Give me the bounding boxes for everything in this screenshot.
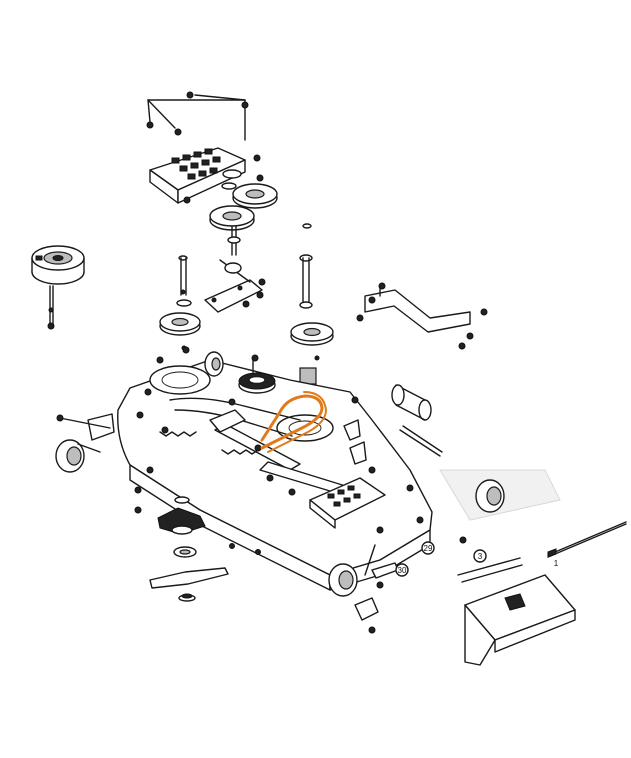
callout-3: 3 [473, 549, 487, 563]
belt-cover-lower [309, 477, 386, 529]
deflector-hardware [354, 536, 467, 634]
gauge-wheel-front-right [328, 563, 358, 597]
right-spindle-pulley [290, 223, 334, 385]
callout-3-label: 3 [478, 552, 483, 561]
discharge-chute [464, 574, 576, 666]
pto-clutch [31, 245, 85, 330]
gauge-wheel-rear-right [475, 479, 505, 513]
left-spindle-pulley [159, 255, 201, 351]
callout-29: 29 [421, 541, 435, 555]
center-spindle-pulley [238, 354, 276, 394]
chute-hinge-rod [457, 521, 627, 583]
anti-scalp-roller [391, 384, 443, 457]
vent-grid-top [171, 148, 221, 180]
mower-deck [117, 346, 433, 591]
callout-30: 30 [395, 563, 409, 577]
idler-pulley-stack [209, 169, 278, 256]
deck-hanger-bracket [356, 282, 488, 350]
callout-29-label: 29 [424, 544, 433, 553]
idler-arm-bracket [204, 259, 266, 313]
callout-1: 1 [554, 559, 559, 568]
highlighted-belt-inner [267, 391, 328, 453]
highlighted-belt [260, 394, 324, 450]
callout-1-label: 1 [554, 559, 559, 568]
blade-spindle-assembly [134, 466, 261, 602]
front-gauge-brackets [56, 413, 115, 441]
gauge-wheel-left [55, 439, 101, 473]
callout-30-label: 30 [398, 566, 407, 575]
gauge-wheel-rear-left [204, 351, 224, 377]
